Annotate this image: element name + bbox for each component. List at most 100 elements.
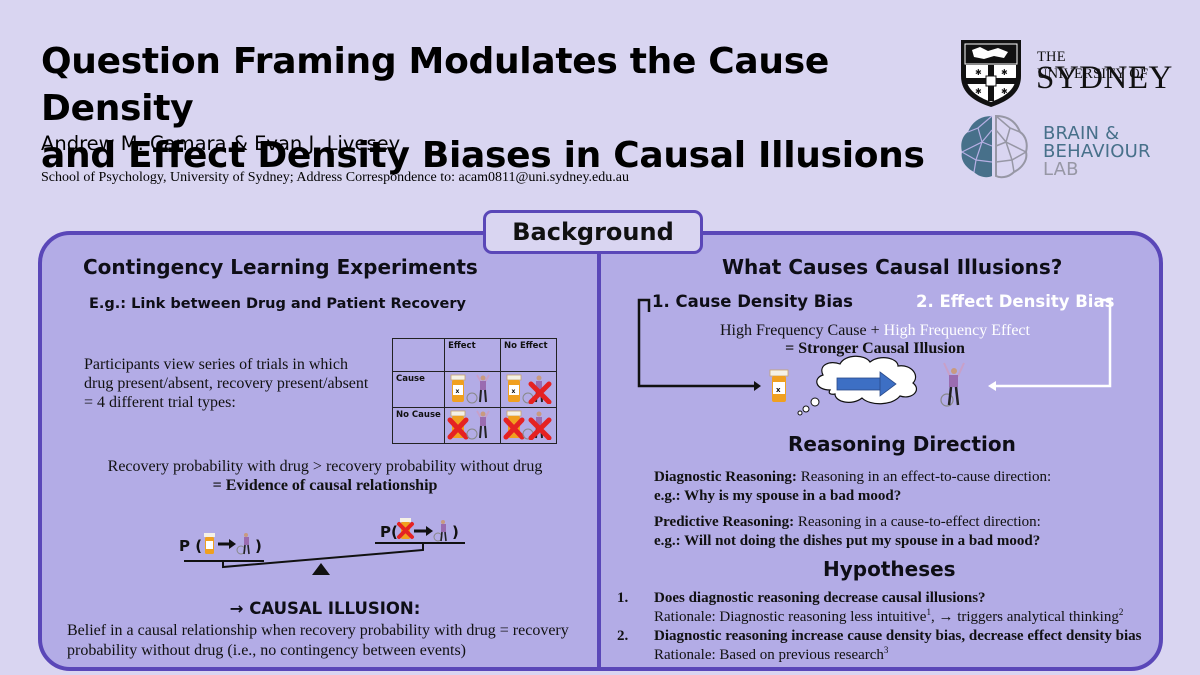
effect-bracket-line <box>995 298 1112 388</box>
table-row-no-cause: No Cause <box>391 407 557 444</box>
university-crest-icon: ✱ ✱ ✱ ✱ <box>961 40 1021 107</box>
trial-description: Participants view series of trials in wh… <box>84 356 369 411</box>
recovered-person-icon <box>236 533 250 555</box>
cross-icon <box>503 417 525 440</box>
evidence-statement: Recovery probability with drug > recover… <box>60 457 590 495</box>
recovered-person-icon <box>466 374 490 404</box>
svg-text:✱: ✱ <box>1001 68 1008 77</box>
freq-effect-text: High Frequency Effect <box>883 322 1030 339</box>
predictive-label: Predictive Reasoning: <box>654 514 795 530</box>
bias-diagram: x <box>637 298 1112 416</box>
affiliation: School of Psychology, University of Sydn… <box>41 170 629 185</box>
hypothesis-item: 2. Diagnostic reasoning increase cause d… <box>617 627 1157 665</box>
cell-no-cause-no-effect <box>500 407 557 444</box>
effect-density-bias-label: 2. Effect Density Bias <box>916 292 1115 311</box>
stronger-illusion-text: = Stronger Causal Illusion <box>785 340 965 357</box>
hypothesis-rationale: Rationale: Diagnostic reasoning less int… <box>654 607 1124 626</box>
hypothesis-question: Does diagnostic reasoning decrease causa… <box>654 590 986 606</box>
left-heading: Contingency Learning Experiments <box>83 255 478 279</box>
cross-icon <box>528 381 552 405</box>
title-line-1: Question Framing Modulates the Cause Den… <box>41 41 829 129</box>
hypothesis-item: 1. Does diagnostic reasoning decrease ca… <box>617 589 1157 627</box>
freq-cause-text: High Frequency Cause + <box>720 322 884 339</box>
lab-name-line-1: BRAIN & <box>1043 123 1120 144</box>
cause-density-bias-label: 1. Cause Density Bias <box>652 292 853 311</box>
university-logo: ✱ ✱ ✱ ✱ THE UNIVERSITY OF SYDNEY <box>958 38 1172 110</box>
diagnostic-label: Diagnostic Reasoning: <box>654 469 797 485</box>
cross-icon <box>397 522 414 539</box>
svg-text:x: x <box>512 388 516 395</box>
causal-illusion-definition: Belief in a causal relationship when rec… <box>67 622 569 659</box>
right-arrow-icon <box>218 539 236 549</box>
frequency-statement: High Frequency Cause + High Frequency Ef… <box>630 321 1120 340</box>
cause-bracket-line <box>637 298 755 388</box>
university-name-line-1: THE UNIVERSITY OF <box>1037 49 1149 82</box>
row-header-no-cause: No Cause <box>391 407 446 444</box>
left-prob-prefix: P ( <box>179 537 202 555</box>
svg-text:x: x <box>456 388 460 395</box>
right-arrow-icon <box>414 526 433 536</box>
evidence-line-1: Recovery probability with drug > recover… <box>107 458 543 475</box>
predictive-reasoning-block: Predictive Reasoning: Reasoning in a cau… <box>654 513 1134 551</box>
hypothesis-number: 1. <box>617 590 629 606</box>
table-row-cause: Cause x <box>391 371 557 408</box>
recovered-person-icon <box>433 520 447 542</box>
svg-text:✱: ✱ <box>975 68 982 77</box>
pill-bottle-icon <box>204 533 215 554</box>
poster-title: Question Framing Modulates the Cause Den… <box>41 38 961 179</box>
diagnostic-text: Reasoning in an effect-to-cause directio… <box>796 469 1052 485</box>
hypothesis-question: Diagnostic reasoning increase cause dens… <box>654 628 1142 644</box>
right-probability-label: P( ) <box>380 518 459 542</box>
right-heading: What Causes Causal Illusions? <box>722 255 1063 279</box>
pill-bottle-icon: x <box>769 369 789 402</box>
cross-icon <box>528 417 552 441</box>
diagnostic-example: e.g.: Why is my spouse in a bad mood? <box>654 488 902 504</box>
right-prob-prefix: P( <box>380 523 398 541</box>
scale-beam <box>184 542 465 569</box>
pill-bottle-icon: x <box>450 374 466 402</box>
hypothesis-rationale: Rationale: Based on previous research3 <box>654 645 889 664</box>
cross-icon <box>447 417 469 440</box>
svg-text:x: x <box>776 386 781 394</box>
hypotheses-list: 1. Does diagnostic reasoning decrease ca… <box>617 589 1157 665</box>
lab-name-line-3: LAB <box>1043 159 1079 180</box>
section-title: Background <box>483 210 703 254</box>
left-probability-label: P ( ) <box>179 533 262 555</box>
svg-text:✱: ✱ <box>1001 87 1008 96</box>
right-prob-suffix: ) <box>452 523 459 541</box>
brain-icon <box>961 114 1028 179</box>
cell-no-cause-effect <box>444 407 502 444</box>
left-prob-suffix: ) <box>255 537 262 555</box>
lab-logo: BRAIN & BEHAVIOUR LAB <box>958 112 1168 182</box>
svg-text:✱: ✱ <box>975 87 982 96</box>
left-subheading: E.g.: Link between Drug and Patient Reco… <box>89 296 466 312</box>
column-divider <box>597 252 601 671</box>
pill-bottle-icon: x <box>506 374 522 402</box>
reasoning-direction-heading: Reasoning Direction <box>788 432 1016 456</box>
diagnostic-reasoning-block: Diagnostic Reasoning: Reasoning in an ef… <box>654 468 1134 506</box>
table-corner-cell <box>391 338 446 372</box>
cell-cause-effect: x <box>444 371 502 408</box>
column-header-no-effect: No Effect <box>500 338 557 372</box>
fulcrum-icon <box>312 563 330 575</box>
recovered-person-icon <box>466 410 490 440</box>
cell-cause-no-effect: x <box>500 371 557 408</box>
authors: Andrew M. Camara & Evan J. Livesey <box>41 132 401 155</box>
balance-scale-diagram: P ( ) P( <box>179 518 465 575</box>
blue-arrow-icon <box>836 371 897 397</box>
predictive-text: Reasoning in a cause-to-effect direction… <box>794 514 1041 530</box>
row-header-cause: Cause <box>391 371 446 408</box>
cause-arrow-head-icon <box>754 381 761 391</box>
effect-arrow-head-icon <box>988 381 996 391</box>
title-line-2: and Effect Density Biases in Causal Illu… <box>41 135 925 176</box>
hypotheses-heading: Hypotheses <box>823 557 956 581</box>
recovered-person-icon <box>940 362 965 407</box>
lab-name-line-2: BEHAVIOUR <box>1043 141 1151 162</box>
trial-types-table: Effect No Effect Cause x <box>391 338 557 444</box>
predictive-example: e.g.: Will not doing the dishes put my s… <box>654 533 1041 549</box>
column-header-effect: Effect <box>444 338 502 372</box>
university-name-line-2: SYDNEY <box>1036 60 1173 96</box>
hypothesis-number: 2. <box>617 628 629 644</box>
evidence-line-2: = Evidence of causal relationship <box>212 477 438 494</box>
causal-illusion-heading: → CAUSAL ILLUSION: <box>229 599 421 618</box>
